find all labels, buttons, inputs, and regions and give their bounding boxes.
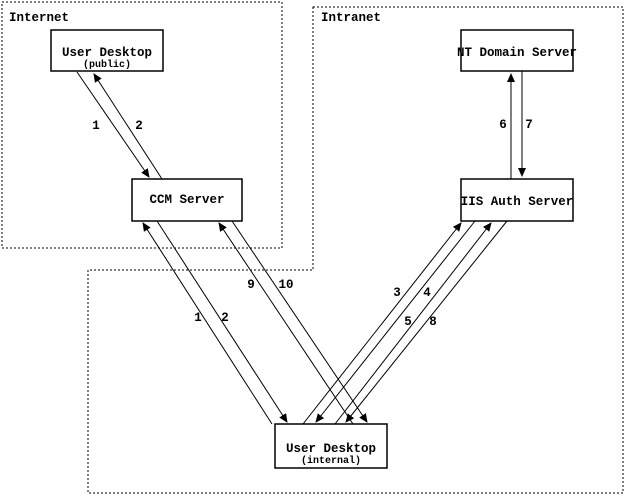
node-title: User Desktop <box>62 46 152 60</box>
node-subtitle: (public) <box>83 59 131 71</box>
edge-label-3: 3 <box>393 286 401 300</box>
arrow-5-internal-to-iis <box>334 222 492 425</box>
arrow-4-iis-to-internal <box>315 220 476 423</box>
arrow-8-iis-to-internal <box>345 220 508 423</box>
arrow-3-internal-to-iis <box>302 222 462 425</box>
edge-label-2-public: 2 <box>135 119 143 133</box>
arrow-1-internal-to-ccm <box>142 222 273 425</box>
node-box <box>274 423 388 469</box>
node-title: User Desktop <box>286 442 376 456</box>
node-title: CCM Server <box>149 193 224 207</box>
edge-label-10: 10 <box>278 278 293 292</box>
edge-label-8: 8 <box>429 315 437 329</box>
node-box <box>460 178 574 222</box>
internet-zone-border <box>1 1 283 249</box>
node-nt-domain-server: NT Domain Server <box>457 29 577 72</box>
intranet-zone-label: Intranet <box>321 11 381 25</box>
edge-label-1-internal: 1 <box>194 311 202 325</box>
node-ccm-server: CCM Server <box>131 178 243 222</box>
arrow-2-ccm-to-internal <box>156 220 288 423</box>
arrow-2-ccm-to-public <box>93 73 163 180</box>
node-title: NT Domain Server <box>457 46 577 60</box>
edge-label-7: 7 <box>525 118 533 132</box>
arrow-1-public-to-ccm <box>76 71 150 178</box>
edge-label-2-internal: 2 <box>221 311 229 325</box>
node-user-desktop-internal: User Desktop (internal) <box>274 423 388 469</box>
node-box <box>460 29 574 72</box>
edge-label-5: 5 <box>404 315 412 329</box>
intranet-zone-border <box>87 6 624 494</box>
node-subtitle: (internal) <box>301 455 361 467</box>
arrow-10-ccm-to-internal <box>231 220 368 423</box>
node-title: IIS Auth Server <box>461 195 574 209</box>
node-box <box>131 178 243 222</box>
edge-label-9: 9 <box>247 278 255 292</box>
edge-label-4: 4 <box>423 286 431 300</box>
edge-label-6: 6 <box>499 118 507 132</box>
arrow-9-internal-to-ccm <box>218 222 354 425</box>
node-iis-auth-server: IIS Auth Server <box>460 178 574 222</box>
node-user-desktop-public: User Desktop (public) <box>50 29 164 72</box>
internet-zone-label: Internet <box>9 11 69 25</box>
node-box <box>50 29 164 72</box>
edge-label-1-public: 1 <box>92 119 100 133</box>
